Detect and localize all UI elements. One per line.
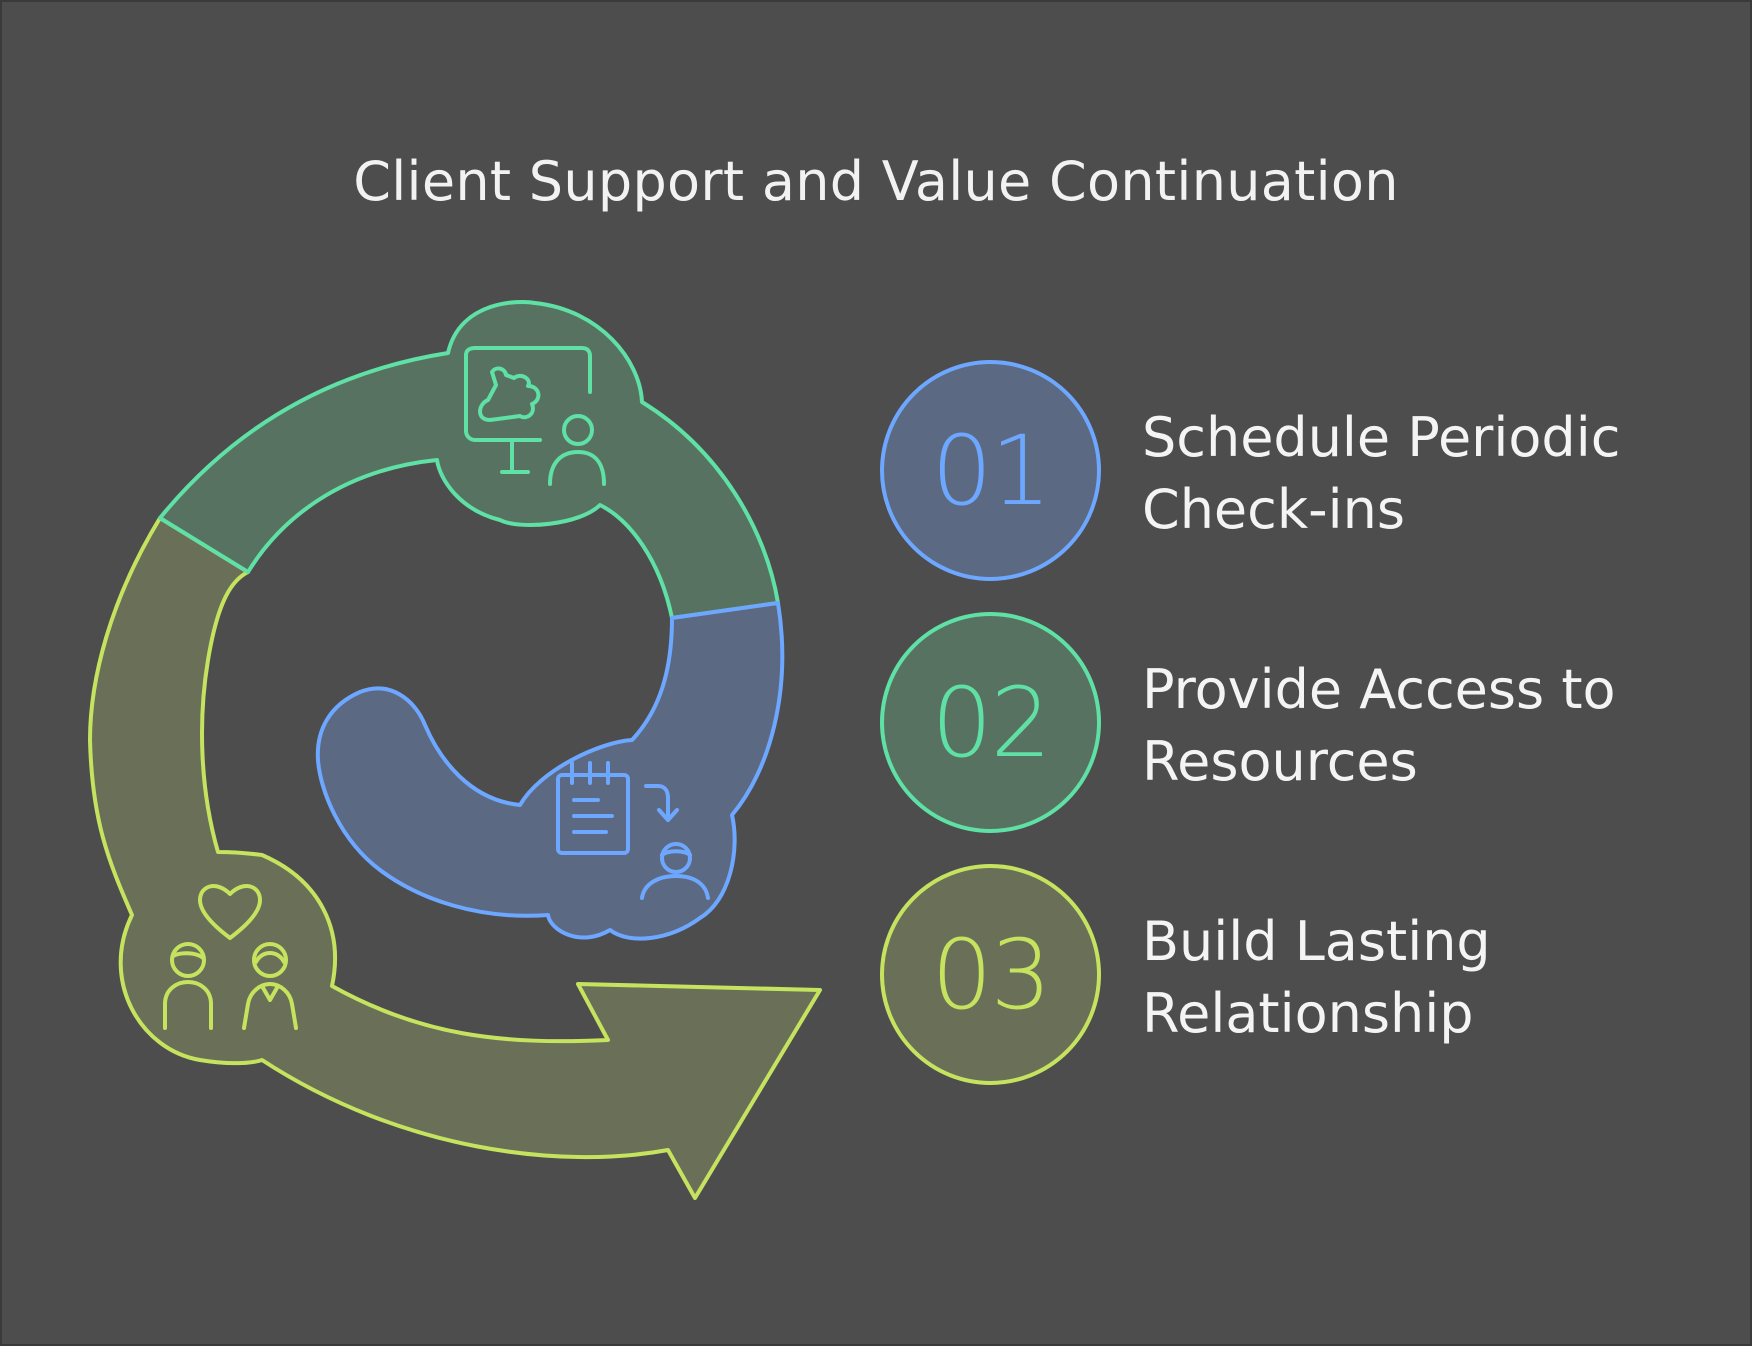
step-item: 01 Schedule Periodic Check-ins — [880, 360, 1720, 584]
step-number: 03 — [931, 918, 1051, 1031]
diagram-title: Client Support and Value Continuation — [353, 150, 1399, 213]
schedule-checklist-icon — [556, 761, 710, 900]
relationship-couple-icon — [163, 884, 298, 1030]
segment-resources — [315, 601, 785, 941]
segment-checkins — [158, 299, 780, 620]
step-number-badge: 02 — [880, 612, 1101, 833]
step-number: 02 — [931, 666, 1051, 779]
presentation-teacher-icon — [464, 346, 606, 486]
segment-relationship — [88, 516, 822, 1200]
step-number: 01 — [931, 414, 1051, 527]
step-number-badge: 03 — [880, 864, 1101, 1085]
step-label: Build Lasting Relationship — [1142, 910, 1491, 1045]
step-label: Schedule Periodic Check-ins — [1142, 406, 1621, 541]
step-label: Provide Access to Resources — [1142, 658, 1616, 793]
step-item: 02 Provide Access to Resources — [880, 612, 1720, 836]
step-number-badge: 01 — [880, 360, 1101, 581]
step-item: 03 Build Lasting Relationship — [880, 864, 1720, 1088]
